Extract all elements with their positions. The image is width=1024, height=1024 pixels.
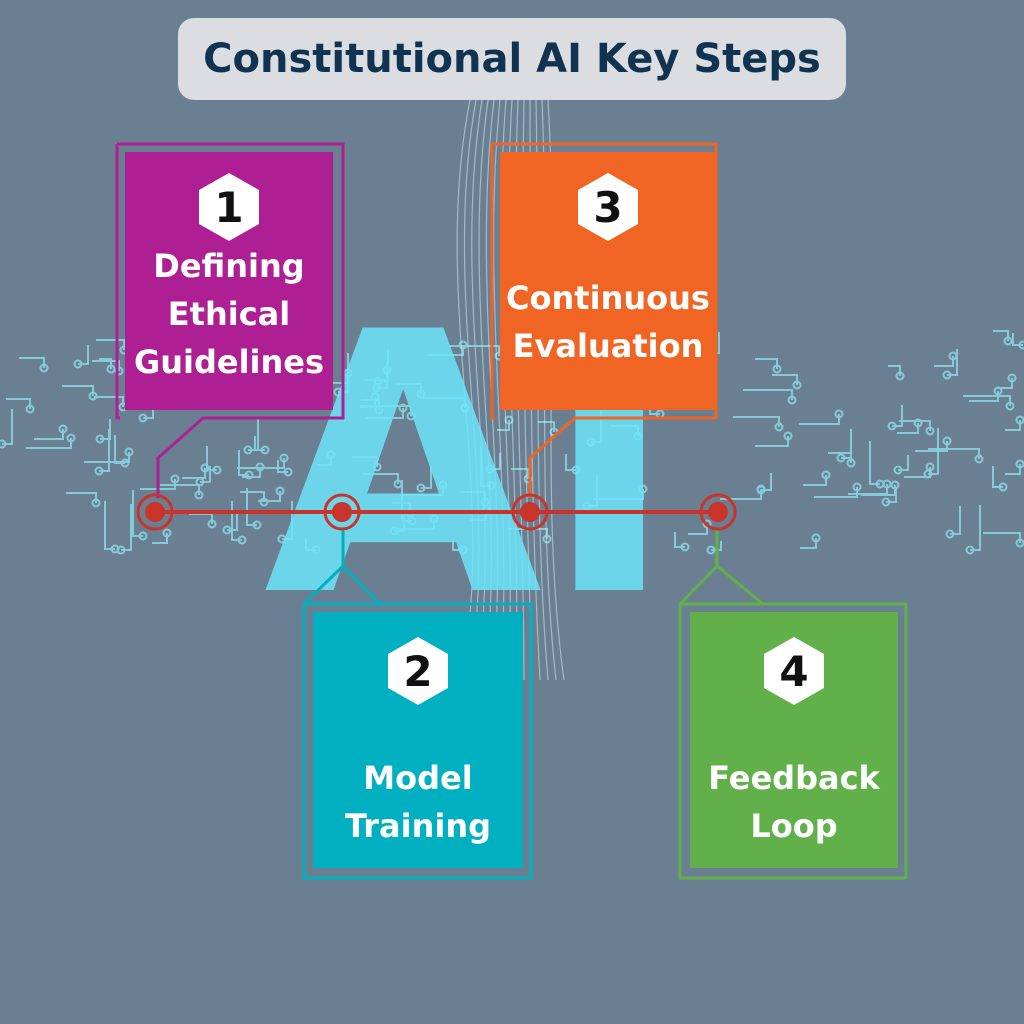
hexagon-badge-4: 4	[763, 636, 825, 706]
timeline-node-2	[323, 493, 361, 531]
page-title: Constitutional AI Key Steps	[203, 36, 821, 82]
title-banner: Constitutional AI Key Steps	[178, 18, 846, 100]
step-card-3: 3 Continuous Evaluation	[500, 152, 716, 410]
step-label-2: Model Training	[344, 759, 492, 845]
step-number-2: 2	[403, 646, 433, 696]
step-card-4: 4 Feedback Loop	[690, 612, 898, 868]
step-card-1: 1 Defining Ethical Guidelines	[125, 152, 333, 410]
timeline-node-3	[511, 493, 549, 531]
card-2-frame	[302, 530, 533, 880]
step-card-2: 2 Model Training	[313, 612, 523, 868]
step-label-3: Continuous Evaluation	[506, 279, 710, 365]
card-1-frame	[115, 142, 345, 498]
hexagon-badge-2: 2	[387, 636, 449, 706]
step-number-1: 1	[214, 182, 244, 232]
hexagon-badge-3: 3	[577, 172, 639, 242]
card-4-frame	[678, 530, 908, 880]
hexagon-badge-1: 1	[198, 172, 260, 242]
step-number-4: 4	[779, 646, 809, 696]
timeline-node-4	[699, 493, 737, 531]
step-label-1: Defining Ethical Guidelines	[133, 247, 325, 381]
card-3-frame	[490, 142, 718, 498]
step-number-3: 3	[593, 182, 623, 232]
timeline-node-1	[136, 493, 174, 531]
step-label-4: Feedback Loop	[708, 759, 880, 845]
